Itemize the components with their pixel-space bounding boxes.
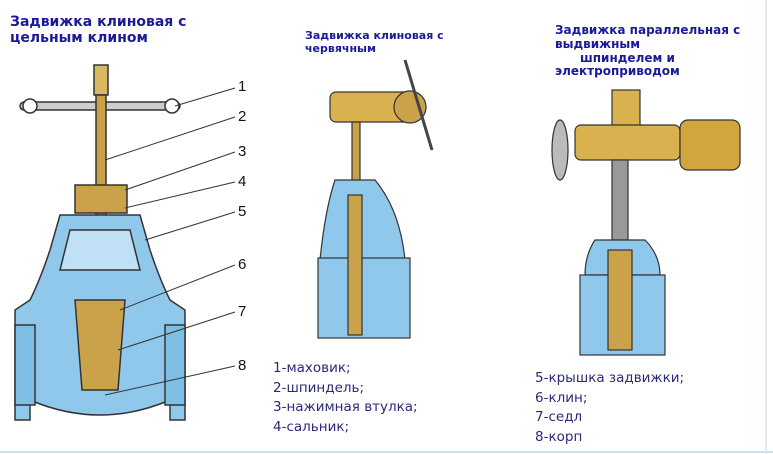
divider [765,0,767,454]
divider [0,451,773,453]
legend-left: 1-маховик; 2-шпиндель; 3-нажимная втулка… [273,359,418,437]
part-number-7: 7 [238,303,247,320]
title-right: Задвижка параллельная с выдвижным шпинде… [555,23,773,79]
part-number-8: 8 [238,357,247,374]
legend-item: 6-клин; [535,389,588,406]
title-middle: Задвижка клиновая с червячным [305,29,444,55]
wedge-gate-valve [14,64,186,421]
title-right-line3: электроприводом [555,64,680,79]
worm-gear-valve [317,59,434,339]
leader-lines [104,87,236,396]
legend-item: 4-сальник; [273,418,350,435]
part-number-4: 4 [238,173,247,190]
title-left: Задвижка клиновая с цельным клином [10,14,187,47]
part-number-6: 6 [238,256,247,273]
legend-right: 5-крышка задвижки; 6-клин; 7-седл 8-корп [535,369,684,447]
legend-item: 2-шпиндель; [273,379,365,396]
legend-item: 1-маховик; [273,360,351,376]
stem-top [93,64,109,96]
part-number-3: 3 [238,143,247,160]
legend-item: 5-крышка задвижки; [535,370,685,386]
gland [74,184,128,214]
legend-item: 3-нажимная втулка; [273,399,418,415]
part-number-2: 2 [238,108,247,125]
part-number-1: 1 [238,78,247,95]
part-number-5: 5 [238,203,247,220]
title-right-line2: шпинделем и [580,50,675,65]
title-right-line1: Задвижка параллельная с выдвижным [555,23,741,51]
parallel-gate-electric-valve [551,89,741,356]
wedge [74,299,126,391]
legend-item: 8-корп [535,428,583,445]
electric-motor [679,119,741,171]
legend-item: 7-седл [535,409,583,425]
